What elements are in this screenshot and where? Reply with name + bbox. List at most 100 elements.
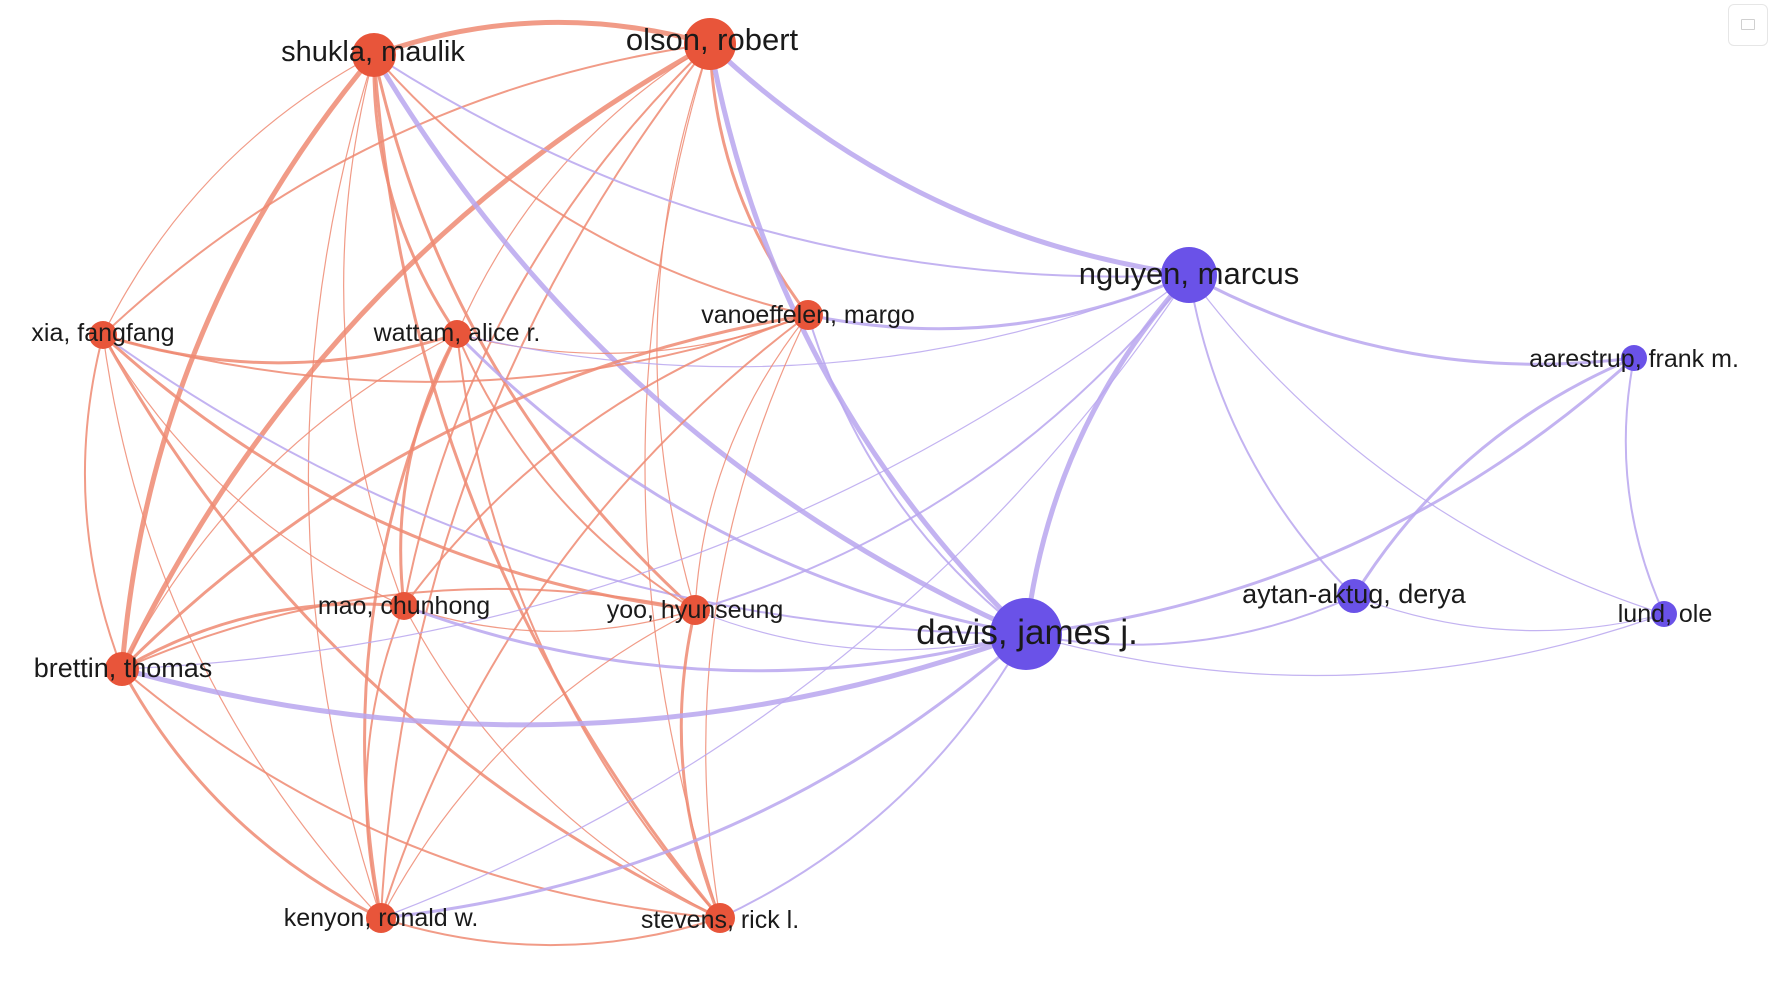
edge-olson-vanoeffelen	[708, 43, 810, 316]
edge-kenyon-nguyen	[380, 274, 1190, 919]
node-vanoeffelen[interactable]	[793, 300, 823, 330]
edge-mao-brettin	[121, 602, 405, 671]
edge-yoo-stevens	[679, 609, 722, 919]
edge-olson-brettin	[119, 41, 712, 671]
node-davis[interactable]	[990, 598, 1062, 670]
edge-mao-yoo	[403, 605, 696, 632]
edge-aarestrup-lund	[1624, 357, 1665, 615]
node-nguyen[interactable]	[1161, 247, 1217, 303]
edge-vanoeffelen-brettin	[120, 313, 809, 671]
labels-layer: olson, robert shukla, maulik xia, fangfang…	[31, 22, 1738, 934]
edge-shukla-xia	[102, 54, 375, 336]
edge-olson-stevens	[644, 43, 721, 919]
edge-kenyon-stevens	[380, 917, 721, 947]
edge-vanoeffelen-kenyon	[380, 314, 809, 919]
node-mao[interactable]	[390, 592, 418, 620]
edge-olson-kenyon	[380, 43, 711, 919]
edge-shukla-vanoeffelen	[373, 54, 809, 316]
edge-brettin-kenyon	[120, 668, 382, 920]
edge-xia-davis	[102, 334, 1027, 635]
edge-yoo-kenyon	[380, 609, 696, 919]
edge-vanoeffelen-nguyen	[807, 273, 1190, 331]
node-label-olson: olson, robert	[626, 22, 799, 57]
node-label-xia: xia, fangfang	[31, 319, 174, 347]
node-aarestrup[interactable]	[1621, 345, 1647, 371]
window-icon	[1741, 19, 1755, 30]
edge-nguyen-aytan	[1188, 274, 1355, 597]
edge-olson-yoo	[656, 43, 711, 611]
corner-toolbar-button[interactable]	[1728, 4, 1768, 46]
node-brettin[interactable]	[105, 652, 139, 686]
node-label-shukla: shukla, maulik	[281, 36, 465, 68]
node-label-nguyen: nguyen, marcus	[1079, 256, 1300, 291]
edge-yoo-davis	[694, 609, 1027, 651]
node-label-davis: davis, james j.	[916, 613, 1138, 652]
edge-wattam-yoo	[456, 333, 696, 611]
edge-mao-stevens	[403, 605, 721, 919]
edge-nguyen-davis	[1023, 273, 1191, 635]
node-label-stevens: stevens, rick l.	[641, 906, 799, 934]
node-yoo[interactable]	[680, 595, 710, 625]
edge-brettin-davis	[121, 631, 1027, 728]
node-shukla[interactable]	[352, 33, 396, 77]
node-label-yoo: yoo, hyunseung	[607, 596, 784, 624]
node-label-wattam: wattam, alice r.	[373, 319, 541, 347]
edge-shukla-nguyen	[373, 54, 1190, 278]
edge-kenyon-davis	[380, 632, 1027, 920]
edge-xia-yoo	[101, 333, 696, 612]
edge-shukla-davis	[371, 53, 1028, 637]
node-olson[interactable]	[684, 18, 736, 70]
edge-mao-kenyon	[365, 605, 405, 919]
edge-brettin-stevens	[121, 668, 721, 919]
edge-shukla-mao	[343, 54, 405, 607]
edge-olson-nguyen	[708, 42, 1190, 278]
node-label-mao: mao, chunhong	[318, 592, 490, 620]
edge-wattam-nguyen	[456, 274, 1190, 368]
node-lund[interactable]	[1651, 601, 1677, 627]
edge-brettin-nguyen	[121, 274, 1190, 670]
edge-mao-davis	[403, 604, 1027, 673]
edge-xia-stevens	[101, 334, 721, 920]
node-label-aytan: aytan-aktug, derya	[1242, 579, 1467, 609]
edge-wattam-mao	[399, 333, 459, 607]
edge-olson-shukla	[373, 19, 711, 58]
edge-nguyen-aarestrup	[1188, 273, 1635, 366]
edge-wattam-kenyon	[363, 333, 459, 919]
edge-olson-xia	[102, 43, 711, 336]
edge-davis-aytan	[1025, 595, 1355, 646]
edge-davis-lund	[1025, 613, 1665, 677]
node-label-aarestrup: aarestrup, frank m.	[1529, 345, 1739, 373]
node-xia[interactable]	[89, 321, 117, 349]
edge-davis-aarestrup	[1025, 356, 1636, 636]
edges-layer	[83, 19, 1665, 947]
node-label-lund: lund, ole	[1618, 600, 1713, 628]
edge-vanoeffelen-yoo	[694, 314, 809, 611]
node-aytan[interactable]	[1337, 579, 1371, 613]
edge-wattam-brettin	[121, 333, 458, 670]
edge-stevens-davis	[719, 633, 1027, 919]
edge-xia-kenyon	[102, 334, 382, 919]
edge-xia-vanoeffelen	[102, 314, 809, 383]
edge-shukla-stevens	[372, 54, 722, 919]
node-stevens[interactable]	[705, 903, 735, 933]
edge-shukla-kenyon	[307, 54, 382, 919]
edge-olson-davis	[707, 43, 1028, 636]
edge-olson-wattam	[456, 43, 711, 335]
edge-shukla-yoo	[372, 54, 697, 612]
edge-shukla-wattam	[372, 54, 459, 335]
edge-aytan-lund	[1353, 595, 1665, 632]
edge-aarestrup-aytan	[1352, 356, 1635, 597]
node-wattam[interactable]	[443, 320, 471, 348]
edge-xia-mao	[102, 334, 405, 607]
edge-wattam-davis	[455, 332, 1027, 636]
edge-xia-brettin	[83, 334, 123, 670]
node-label-kenyon: kenyon, ronald w.	[284, 904, 479, 932]
edge-vanoeffelen-mao	[403, 314, 809, 607]
edge-yoo-nguyen	[694, 274, 1190, 611]
edge-vanoeffelen-stevens	[705, 314, 809, 919]
nodes-layer	[89, 18, 1677, 933]
node-kenyon[interactable]	[366, 903, 396, 933]
edge-nguyen-lund	[1188, 274, 1665, 615]
edge-shukla-brettin	[119, 53, 376, 670]
